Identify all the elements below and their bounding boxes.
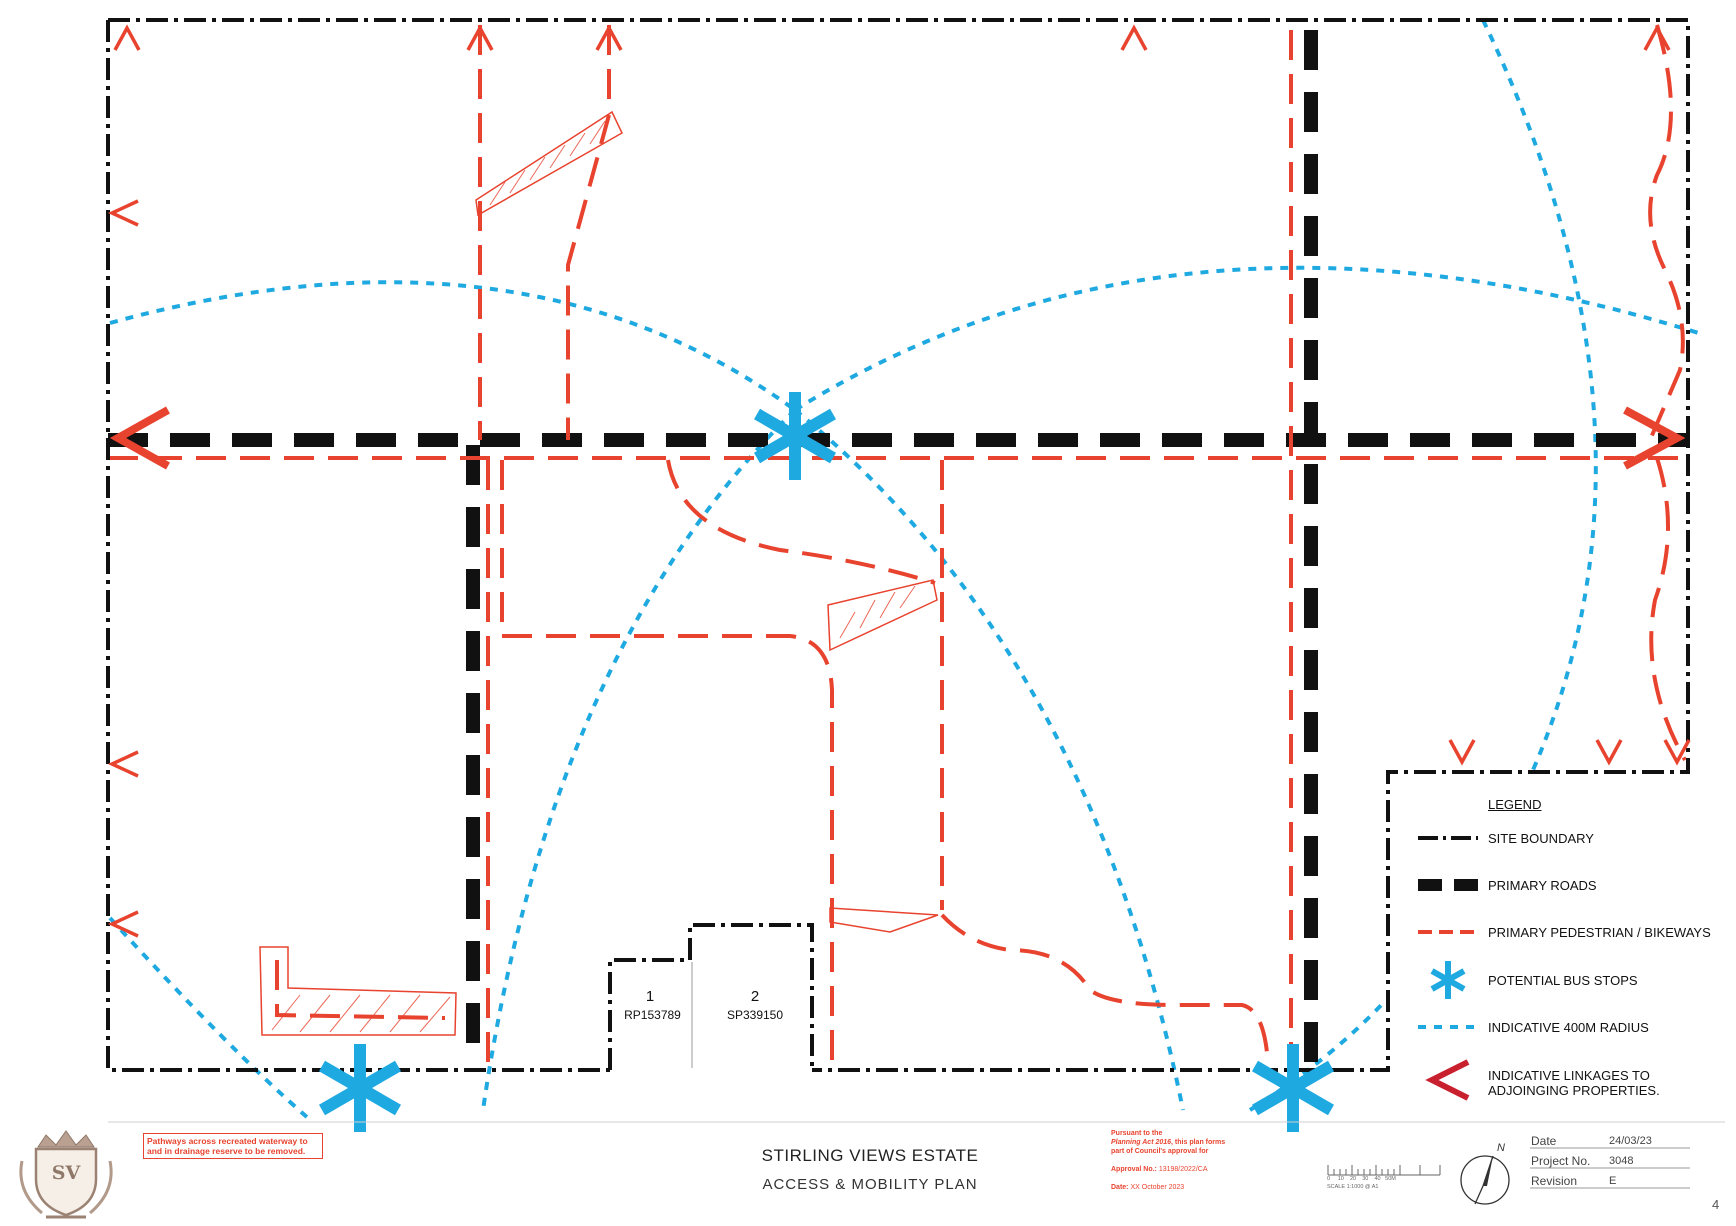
legend-label-bus-stops: POTENTIAL BUS STOPS [1488, 973, 1638, 988]
radius-arc-6 [108, 916, 310, 1120]
legend-label-primary-roads: PRIMARY ROADS [1488, 878, 1597, 893]
radius-arc-4 [793, 265, 1706, 412]
bus-stop-icon [318, 1044, 402, 1132]
project-value: 3048 [1609, 1155, 1634, 1167]
lot-ref: RP153789 [624, 1008, 681, 1022]
lot-ref: SP339150 [726, 1008, 784, 1022]
radius-arcs [108, 19, 1706, 1120]
lot-number: 1 [645, 988, 655, 1005]
radius-arc-3 [793, 408, 1185, 1111]
radius-arc-1 [109, 280, 797, 412]
legend-label-radius: INDICATIVE 400M RADIUS [1488, 1020, 1649, 1035]
logo-emblem [19, 1130, 113, 1219]
linkage-arrows [107, 24, 1691, 938]
legend-title: LEGEND [1488, 797, 1542, 812]
date-label: Date [1531, 1134, 1557, 1148]
lot-number: 2 [750, 988, 760, 1005]
legend-label-linkages: INDICATIVE LINKAGES TO ADJOINGING PROPER… [1488, 1068, 1660, 1098]
legend-symbols [1418, 836, 1478, 1101]
revision-value: E [1609, 1175, 1617, 1187]
radius-arc-2 [481, 408, 797, 1111]
scale-ticks: 0 10 20 30 40 50M [1327, 1176, 1396, 1182]
scale-text: SCALE 1:1000 @ A1 [1327, 1184, 1379, 1190]
title-block-lines [1530, 1147, 1690, 1189]
primary-roads [108, 30, 1690, 1070]
pedestrian-bikeways [108, 24, 1690, 1066]
legend-label-site-boundary: SITE BOUNDARY [1488, 831, 1594, 846]
radius-arc-5 [1481, 19, 1598, 771]
approval-stamp: Pursuant to the Planning Act 2016, this … [1111, 1130, 1226, 1191]
logo-text: SV [51, 1162, 81, 1184]
project-label: Project No. [1531, 1154, 1591, 1168]
scale-bar [1327, 1165, 1441, 1176]
site-boundary [106, 18, 1690, 1072]
north-label: N [1497, 1142, 1505, 1154]
revision-label: Revision [1531, 1174, 1578, 1188]
page-number: 4 [1712, 1197, 1720, 1212]
north-arrow [1460, 1155, 1510, 1205]
bus-stop-icon [1251, 1044, 1335, 1132]
bus-stop-icon [753, 392, 837, 480]
bus-stops [318, 392, 1335, 1132]
estate-name: STIRLING VIEWS ESTATE [761, 1146, 979, 1165]
date-value: 24/03/23 [1609, 1135, 1652, 1147]
removal-note: Pathways across recreated waterway to an… [143, 1133, 323, 1159]
hatched-zones [259, 110, 939, 1036]
plan-name: ACCESS & MOBILITY PLAN [762, 1176, 978, 1193]
legend-label-pedestrian: PRIMARY PEDESTRIAN / BIKEWAYS [1488, 925, 1711, 940]
